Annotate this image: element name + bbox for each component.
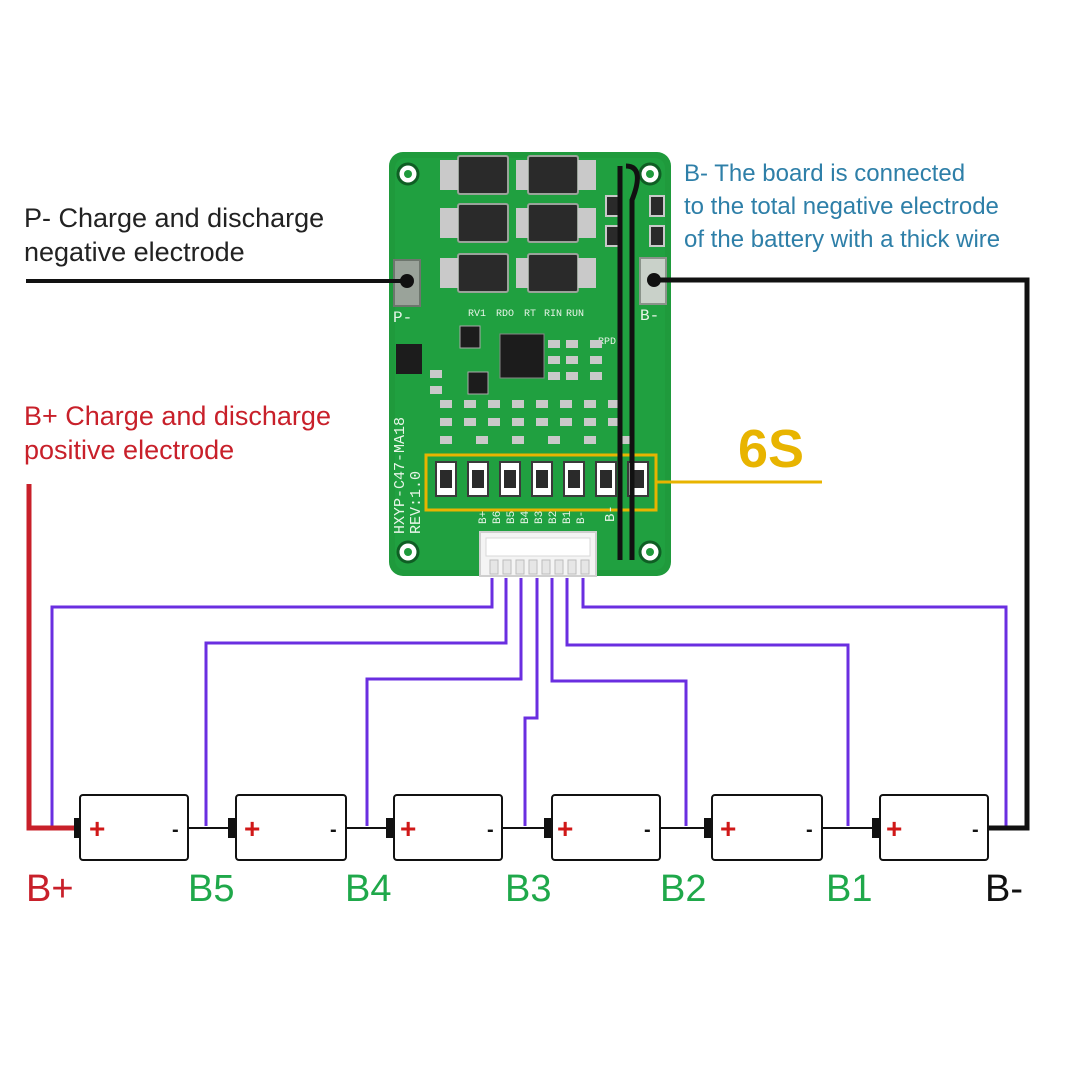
b-minus-annotation-line-1: B- The board is connected [684,160,966,187]
svg-text:B-: B- [576,511,588,524]
wire-b-minus-sense [581,578,1008,826]
balance-connector [479,531,597,577]
top-right-resistors [605,195,665,247]
b-minus-annotation-line-3: of the battery with a thick wire [684,225,1001,253]
svg-text:RIN: RIN [544,309,562,320]
svg-text:-: - [172,819,179,841]
svg-text:+: + [886,813,902,844]
battery-cell-1: + - [74,794,189,861]
svg-text:+: + [244,813,260,844]
p-minus-annotation-line-1: P- Charge and discharge [24,203,325,233]
svg-text:-: - [330,819,337,841]
board-model-text: HXYP-C47-MA18 [392,417,409,534]
control-ic-area [396,325,632,444]
battery-cell-5: + - [704,794,823,861]
node-label-b-minus: B- [985,868,1023,910]
svg-text:B+: B+ [478,511,490,524]
node-label-b-plus: B+ [26,868,74,910]
battery-cell-6: + - [872,794,989,861]
node-label-b3: B3 [505,868,552,910]
svg-text:+: + [89,813,105,844]
b-plus-annotation: B+ Charge and discharge positive electro… [24,400,331,468]
b-minus-junction [647,273,661,287]
wire-b-minus-main [655,277,1030,831]
board-small-labels: RV1 RDO RT RIN RUN RPD [468,309,616,348]
node-label-b1: B1 [826,868,873,910]
board-revision-text: REV:1.0 [408,471,425,534]
svg-text:B2: B2 [548,511,560,524]
sense-wires [50,578,1008,826]
battery-cell-2: + - [228,794,347,861]
b-minus-annotation-line-2: to the total negative electrode [684,192,999,220]
board-thick-wire [617,163,640,560]
svg-text:+: + [557,813,573,844]
svg-text:RV1: RV1 [468,309,486,320]
wire-b-plus-sense [50,578,494,826]
wire-b-plus-main [26,484,74,831]
wire-b5-sense [204,578,508,826]
b-plus-annotation-line-2: positive electrode [24,434,235,465]
balance-resistors [435,461,649,497]
svg-text:B4: B4 [520,510,532,524]
svg-text:RUN: RUN [566,309,584,320]
mounting-holes [396,162,662,564]
connector-pin-labels: B+ B6 B5 B4 B3 B2 B1 B- [478,510,588,524]
p-minus-annotation-line-2: negative electrode [24,236,245,267]
svg-text:B3: B3 [534,511,546,524]
wire-b1-sense [565,578,850,826]
p-minus-junction [400,274,414,288]
svg-text:RDO: RDO [496,309,514,320]
battery-cells: + - + - + - + - + - [74,794,989,861]
wire-b4-sense [365,578,523,826]
svg-text:B5: B5 [506,511,518,524]
svg-text:+: + [720,813,736,844]
svg-text:+: + [400,813,416,844]
p-minus-annotation: P- Charge and discharge negative electro… [24,202,324,270]
mosfet-array [440,155,596,293]
b-minus-annotation: B- The board is connected to the total n… [684,158,1000,257]
battery-cell-3: + - [386,794,503,861]
svg-text:B6: B6 [492,511,504,524]
svg-text:RPD: RPD [598,337,616,348]
b-minus-pad-label: B- [640,307,659,325]
svg-text:-: - [644,819,651,841]
b-plus-annotation-line-1: B+ Charge and discharge [24,401,331,431]
bms-board: P- B- RV1 RDO RT RIN RUN RPD [389,152,822,577]
node-label-b5: B5 [188,868,235,910]
wire-b3-sense [523,578,539,826]
svg-text:RT: RT [524,309,536,320]
svg-text:-: - [806,819,813,841]
node-label-b2: B2 [660,868,707,910]
board-b-minus-lower-label: B- [603,505,619,522]
p-minus-pad-label: P- [393,309,412,327]
svg-text:B1: B1 [562,510,574,524]
series-count-label: 6S [738,419,805,479]
svg-text:-: - [972,819,979,841]
svg-text:-: - [487,819,494,841]
node-label-b4: B4 [345,868,392,910]
battery-cell-4: + - [544,794,661,861]
wire-b2-sense [550,578,688,826]
